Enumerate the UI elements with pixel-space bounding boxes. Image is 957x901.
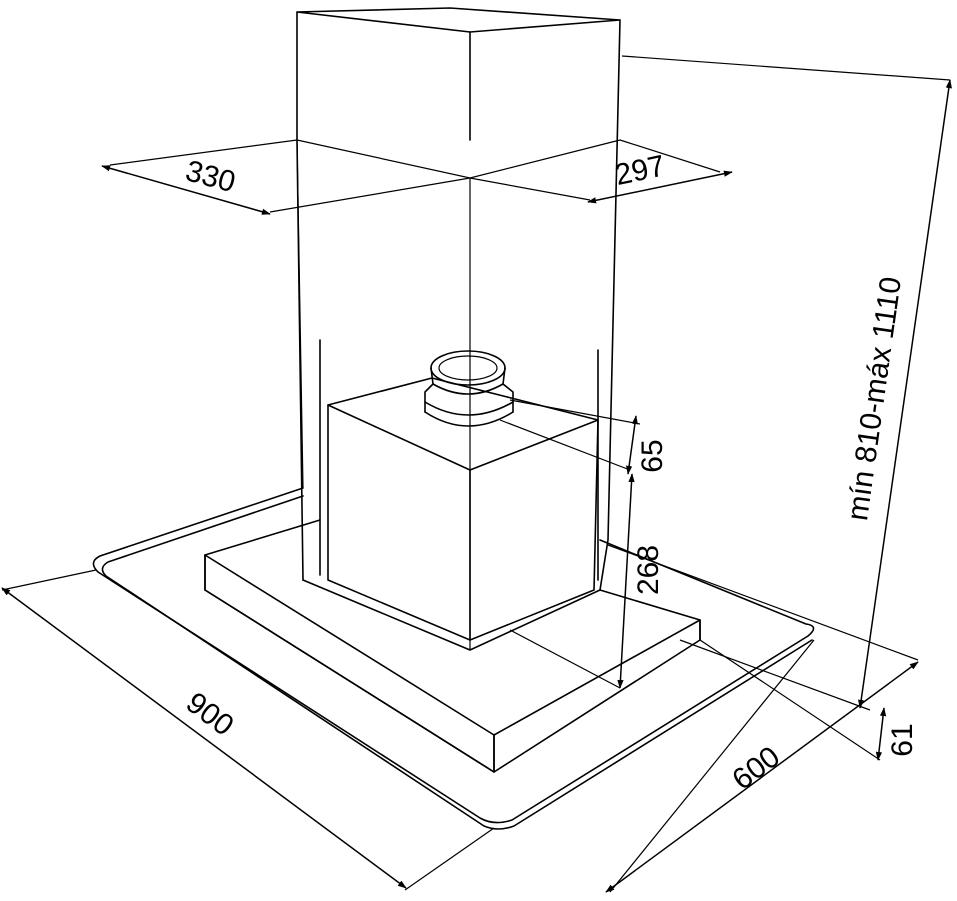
dim-label-297: 297 — [612, 149, 668, 192]
dim-line-268 — [617, 473, 635, 689]
dim-line-65 — [625, 415, 639, 475]
dim-label-65: 65 — [636, 439, 669, 472]
outlet-collar — [424, 350, 514, 427]
dim-label-600: 600 — [726, 740, 786, 796]
extension-lines — [1, 55, 951, 893]
dim-label-61: 61 — [886, 723, 919, 756]
dim-label-268: 268 — [632, 545, 665, 595]
dimension-labels: 330 297 mín 810-máx 1110 65 268 61 900 6… — [180, 149, 919, 796]
dim-line-900 — [1, 587, 407, 889]
glass-canopy — [92, 487, 815, 830]
motor-box — [327, 377, 599, 641]
dim-label-330: 330 — [182, 154, 239, 199]
dim-line-330 — [101, 165, 271, 215]
base-box — [204, 519, 701, 773]
dim-line-height — [858, 79, 952, 709]
dim-line-297 — [587, 170, 733, 204]
dim-label-900: 900 — [180, 686, 240, 742]
dim-label-height: mín 810-máx 1110 — [841, 275, 908, 523]
chimney — [296, 7, 621, 651]
dim-line-61 — [875, 707, 887, 761]
dim-line-600 — [605, 661, 919, 893]
dimension-lines — [1, 79, 952, 893]
